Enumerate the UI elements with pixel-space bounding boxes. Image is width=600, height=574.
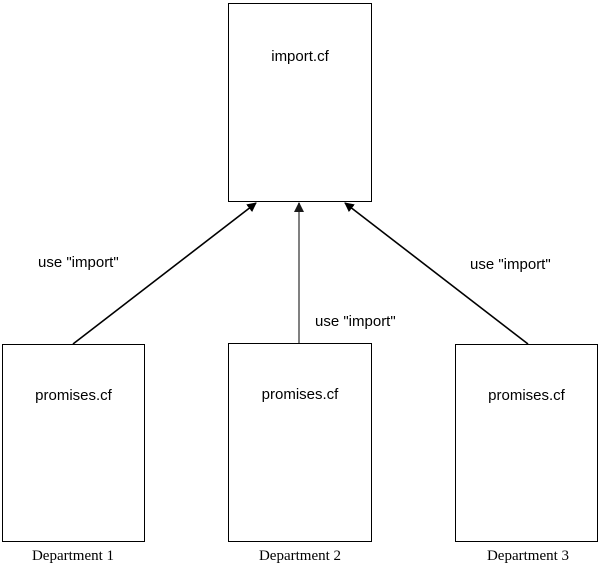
caption-department-3: Department 3 <box>486 548 570 564</box>
node-promises-cf-department-2-label: promises.cf <box>261 386 339 403</box>
node-import-cf[interactable]: import.cf <box>228 3 372 202</box>
node-promises-cf-department-1-label: promises.cf <box>35 387 112 404</box>
caption-department-2: Department 2 <box>258 548 342 564</box>
node-promises-cf-department-2[interactable]: promises.cf <box>228 343 372 542</box>
edge-label-department-3: use "import" <box>470 256 551 273</box>
node-import-cf-label: import.cf <box>271 48 329 65</box>
edge-label-department-1: use "import" <box>38 254 119 271</box>
caption-department-1: Department 1 <box>31 548 115 564</box>
node-promises-cf-department-1[interactable]: promises.cf <box>2 344 145 542</box>
node-promises-cf-department-3[interactable]: promises.cf <box>455 344 598 542</box>
edge-label-department-2: use "import" <box>315 313 396 330</box>
node-promises-cf-department-3-label: promises.cf <box>488 387 565 404</box>
edge-arrow-department-1 <box>72 202 257 345</box>
